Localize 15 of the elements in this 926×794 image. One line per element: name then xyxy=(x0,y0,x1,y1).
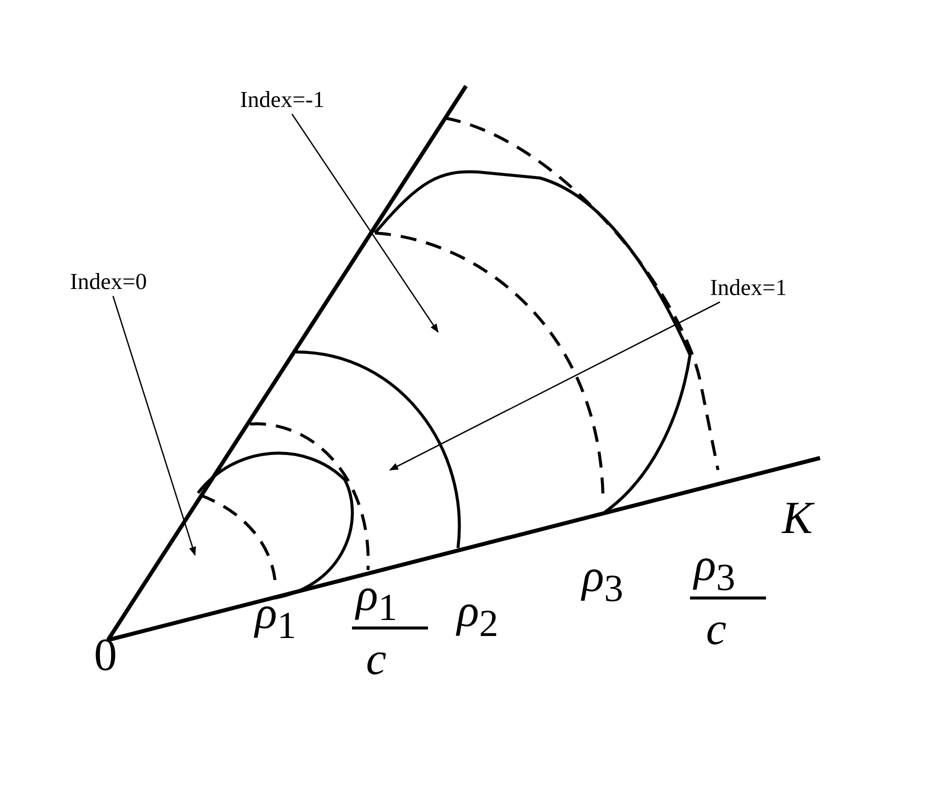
leader-arrow xyxy=(389,301,720,471)
index-label: Index=-1 xyxy=(240,88,324,111)
denominator-label: c xyxy=(366,636,386,682)
axis-label: K xyxy=(782,495,813,541)
leader-arrow xyxy=(112,296,196,556)
point-label: 0 xyxy=(94,632,117,678)
point-label: ρ$_{1}$ xyxy=(356,572,398,628)
index-label: Index=0 xyxy=(70,270,147,293)
leader-arrow xyxy=(291,114,439,333)
index-label: Index=1 xyxy=(710,276,787,299)
point-label: ρ$_{3}$ xyxy=(582,553,624,609)
point-label: ρ$_{3}$ xyxy=(694,542,736,598)
denominator-label: c xyxy=(706,606,726,652)
point-label: ρ$_{1}$ xyxy=(255,590,296,646)
point-label: ρ$_{2}$ xyxy=(457,588,498,644)
